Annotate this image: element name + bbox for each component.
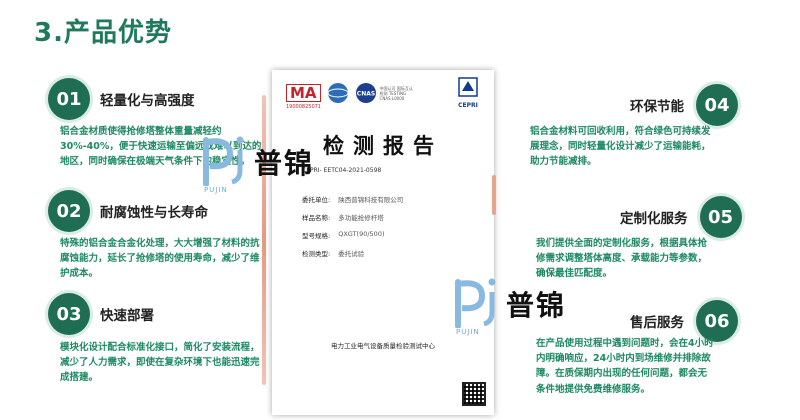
field-value: 多功能抢修杆塔 bbox=[338, 214, 384, 222]
report-field-type: 检测类型: 委托试验 bbox=[302, 248, 364, 258]
qr-code-icon bbox=[462, 382, 486, 406]
cnas-caption: 中国认可 国际互认 检测 TESTING CNAS L0000 bbox=[379, 85, 413, 101]
pujin-logo-icon: PUJIN bbox=[200, 130, 252, 194]
cma-number: 19000825071 bbox=[286, 104, 321, 110]
cepri-mark-icon bbox=[458, 77, 478, 97]
report-field-sample: 样品名称: 多功能抢修杆塔 bbox=[302, 212, 384, 222]
field-label: 委托单位: bbox=[302, 196, 331, 204]
item-05-desc: 我们提供全面的定制化服务，根据具体抢修需求调整塔体高度、承载能力等参数，确保最佳… bbox=[536, 238, 708, 280]
field-value: 陕西普锦科技有限公司 bbox=[338, 196, 404, 204]
item-01-desc: 铝合金材质使得抢修塔整体重量减轻约30%-40%，便于快速运输至偏远或难以到达的… bbox=[60, 126, 262, 168]
item-03-desc: 模块化设计配合标准化接口，简化了安装流程，减少了人力需求，即使在复杂环境下也能迅… bbox=[60, 342, 260, 384]
cma-logo: MA bbox=[286, 84, 321, 102]
item-04-title: 环保节能 bbox=[630, 99, 684, 115]
field-label: 检测类型: bbox=[302, 250, 331, 258]
watermark-sub: PUJIN bbox=[456, 328, 480, 336]
item-01-number: 01 bbox=[48, 78, 90, 120]
item-01-header: 01 轻量化与高强度 bbox=[48, 78, 195, 120]
item-01-title: 轻量化与高强度 bbox=[100, 93, 195, 109]
page-title: 3.产品优势 bbox=[34, 18, 172, 48]
report-field-client: 委托单位: 陕西普锦科技有限公司 bbox=[302, 194, 403, 204]
watermark-brand-1: PUJIN 普锦 bbox=[200, 130, 314, 194]
item-06-desc: 在产品使用过程中遇到问题时，会在4小时内明确响应，24小时内到场维修并排除故障。… bbox=[536, 338, 714, 395]
document-edge-left bbox=[262, 95, 266, 385]
item-04-number: 04 bbox=[696, 84, 738, 126]
item-05-title: 定制化服务 bbox=[620, 211, 688, 227]
ilac-logo-icon bbox=[327, 83, 349, 103]
field-label: 型号规格: bbox=[302, 232, 331, 240]
watermark-brand-2: PUJIN 普锦 bbox=[452, 272, 566, 336]
item-03-header: 03 快速部署 bbox=[48, 293, 154, 335]
item-05-number: 05 bbox=[699, 196, 742, 238]
item-02-number: 02 bbox=[48, 190, 90, 232]
watermark-text: 普锦 bbox=[254, 147, 315, 180]
item-04-header: 环保节能 04 bbox=[630, 84, 738, 126]
item-03-title: 快速部署 bbox=[100, 308, 154, 324]
field-label: 样品名称: bbox=[302, 214, 331, 222]
svg-text:CNAS: CNAS bbox=[356, 91, 374, 98]
field-value: 委托试验 bbox=[338, 250, 365, 258]
certification-logos: MA 19000825071 CNAS 中国认可 国际互认 检测 TESTING… bbox=[286, 82, 414, 110]
report-issuer: 电力工业电气设备质量检验测试中心 bbox=[331, 342, 435, 350]
report-title: 检测报告 bbox=[323, 133, 443, 158]
cepri-logo: CEPRI bbox=[454, 76, 482, 109]
field-value: QXGT(90/500) bbox=[338, 230, 385, 238]
pujin-logo-icon: PUJIN bbox=[452, 272, 504, 336]
cnas-logo-icon: CNAS bbox=[355, 83, 376, 103]
item-02-title: 耐腐蚀性与长寿命 bbox=[100, 205, 208, 221]
item-05-header: 定制化服务 05 bbox=[620, 196, 742, 238]
test-report-document: MA 19000825071 CNAS 中国认可 国际互认 检测 TESTING… bbox=[272, 70, 494, 415]
item-04-desc: 铝合金材料可回收利用，符合绿色可持续发展理念，同时轻量化设计减少了运输能耗，助力… bbox=[530, 126, 711, 168]
item-02-header: 02 耐腐蚀性与长寿命 bbox=[48, 190, 208, 232]
item-03-number: 03 bbox=[48, 293, 90, 335]
report-number: CEPRI- EETC04-2021-0598 bbox=[302, 167, 382, 174]
item-02-desc: 特殊的铝合金合金化处理，大大增强了材料的抗腐蚀能力，延长了抢修塔的使用寿命，减少… bbox=[60, 238, 260, 280]
item-06-title: 售后服务 bbox=[630, 315, 684, 331]
document-edge-right bbox=[492, 175, 496, 215]
item-06-number: 06 bbox=[696, 300, 738, 342]
item-06-header: 售后服务 06 bbox=[630, 300, 738, 342]
report-field-model: 型号规格: QXGT(90/500) bbox=[302, 230, 385, 240]
watermark-sub: PUJIN bbox=[204, 186, 228, 194]
watermark-text: 普锦 bbox=[506, 289, 567, 322]
cepri-label: CEPRI bbox=[458, 102, 478, 109]
